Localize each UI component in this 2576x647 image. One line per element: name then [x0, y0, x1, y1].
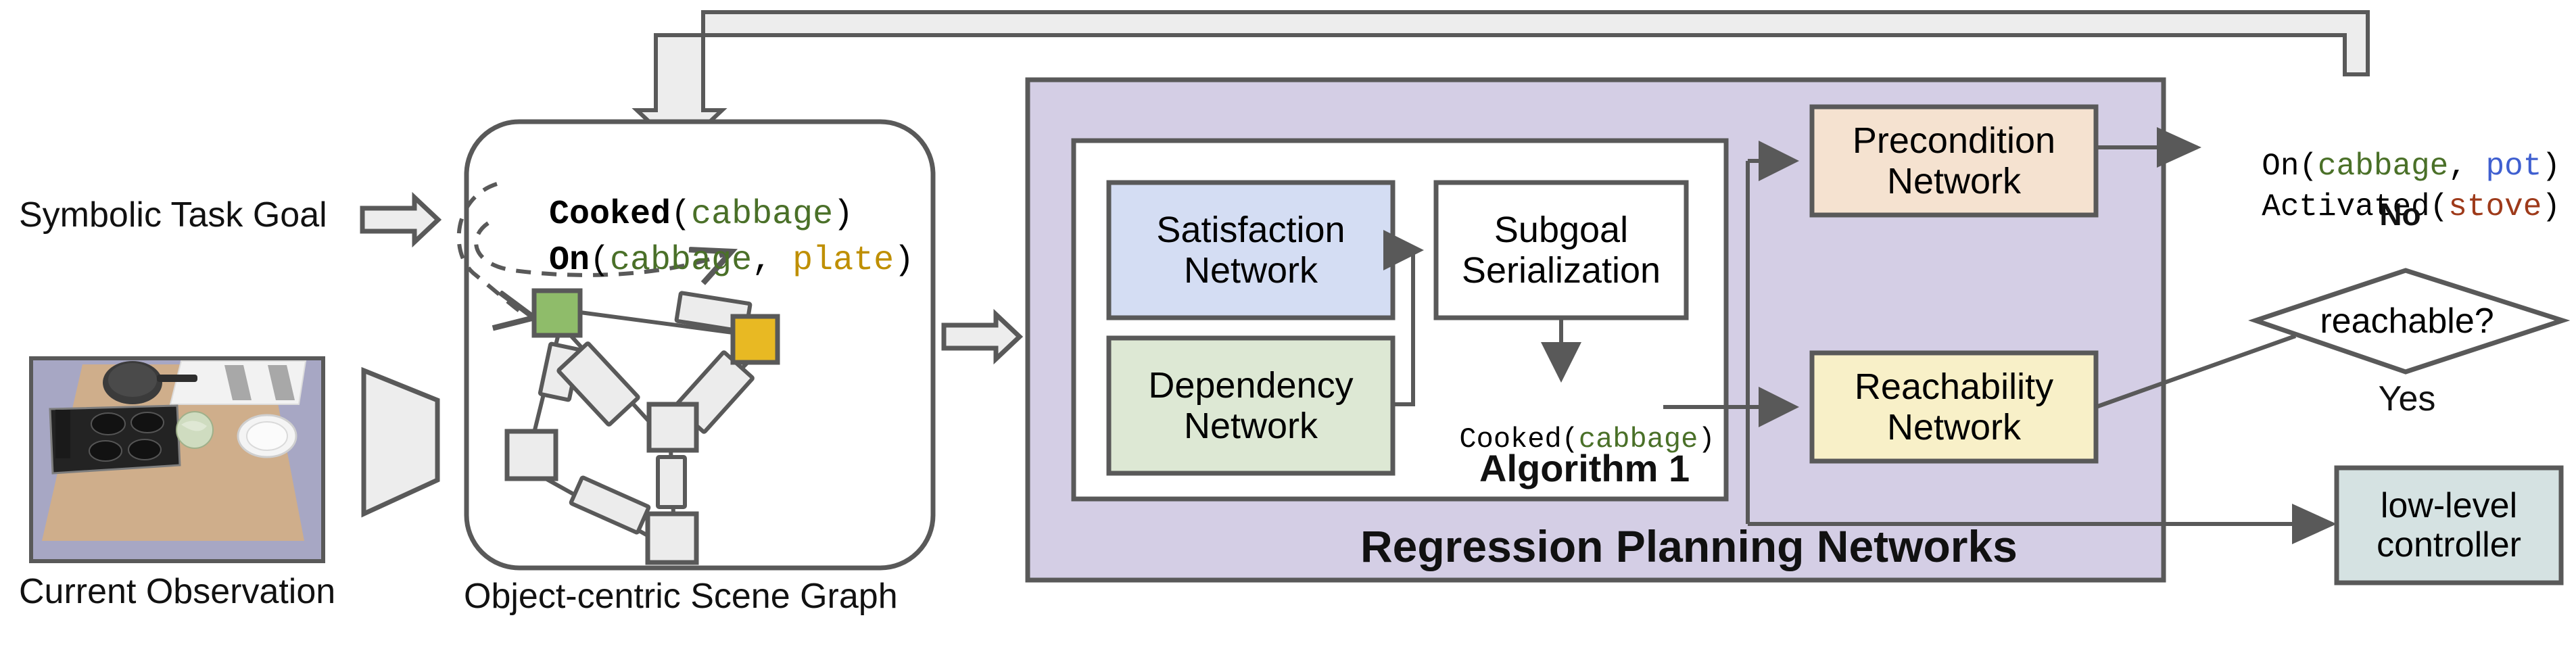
paren-close: ) — [894, 241, 915, 280]
arg-plate: plate — [792, 241, 895, 280]
paren-open: ( — [1561, 423, 1579, 456]
algorithm-1-label: Algorithm 1 — [1479, 447, 1690, 489]
graph-to-rpn-block-arrow — [941, 308, 1024, 365]
algorithm-internal-connectors — [1383, 230, 1581, 406]
goal-predicate-cooked: Cooked(cabbage) — [508, 157, 853, 234]
reachability-network-box[interactable] — [1809, 350, 2099, 464]
low-level-controller-box[interactable] — [2334, 465, 2564, 585]
arg-cabbage: cabbage — [691, 195, 834, 234]
output-predicate-activated: Activated(stove) — [2224, 154, 2560, 224]
no-label: No — [2379, 197, 2421, 232]
node-gray-2 — [646, 402, 699, 453]
subgoal-output-predicate: Cooked(cabbage) — [1425, 391, 1715, 456]
satisfaction-network-box[interactable] — [1106, 180, 1396, 320]
goal-to-graph-block-arrow — [360, 191, 442, 248]
paren-open: ( — [2429, 189, 2449, 224]
paren-open: ( — [2299, 149, 2318, 184]
reachability-output-connector — [2095, 334, 2297, 409]
predicate-name: On — [2262, 149, 2299, 184]
subgoal-routing-bus — [1663, 141, 2337, 544]
paren-open: ( — [590, 241, 611, 280]
arg-cabbage: cabbage — [1578, 423, 1698, 456]
arg-separator: , — [2448, 149, 2486, 184]
current-observation-image — [29, 356, 325, 563]
arg-pot: pot — [2485, 149, 2542, 184]
yes-label: Yes — [2378, 379, 2436, 418]
current-observation-label: Current Observation — [19, 572, 336, 611]
paren-open: ( — [671, 195, 692, 234]
predicate-name: Cooked — [1459, 423, 1562, 456]
node-plate — [730, 314, 780, 365]
predicate-name: Cooked — [549, 195, 671, 234]
node-gray-3 — [645, 511, 699, 565]
paren-close: ) — [2542, 189, 2560, 224]
paren-close: ) — [2542, 149, 2560, 184]
arg-separator: , — [752, 241, 793, 280]
goal-grounding-dashed-links — [456, 182, 732, 318]
paren-close: ) — [833, 195, 854, 234]
rpn-title: Regression Planning Networks — [1360, 521, 2018, 571]
paren-close: ) — [1698, 423, 1715, 456]
reachable-decision-diamond[interactable] — [2248, 268, 2571, 375]
arg-stove: stove — [2448, 189, 2542, 224]
predicate-name: On — [549, 241, 590, 280]
precondition-network-box[interactable] — [1809, 104, 2099, 218]
scene-graph-object-nodes — [504, 288, 780, 565]
predicate-name: Activated — [2262, 189, 2430, 224]
node-cabbage — [531, 288, 583, 338]
dependency-network-box[interactable] — [1106, 335, 1396, 476]
node-gray-1 — [504, 429, 558, 481]
arg-cabbage: cabbage — [610, 241, 753, 280]
scene-encoder-trapezoid — [361, 366, 440, 518]
goal-predicate-on: On(cabbage, plate) — [508, 203, 914, 280]
symbolic-task-goal-label: Symbolic Task Goal — [19, 195, 327, 235]
output-predicate-on: On(cabbage, pot) — [2224, 114, 2560, 184]
scene-graph-container — [464, 119, 936, 571]
object-centric-scene-graph-label: Object-centric Scene Graph — [464, 577, 898, 616]
subgoal-serialization-box[interactable] — [1433, 180, 1689, 320]
arg-cabbage: cabbage — [2318, 149, 2449, 184]
